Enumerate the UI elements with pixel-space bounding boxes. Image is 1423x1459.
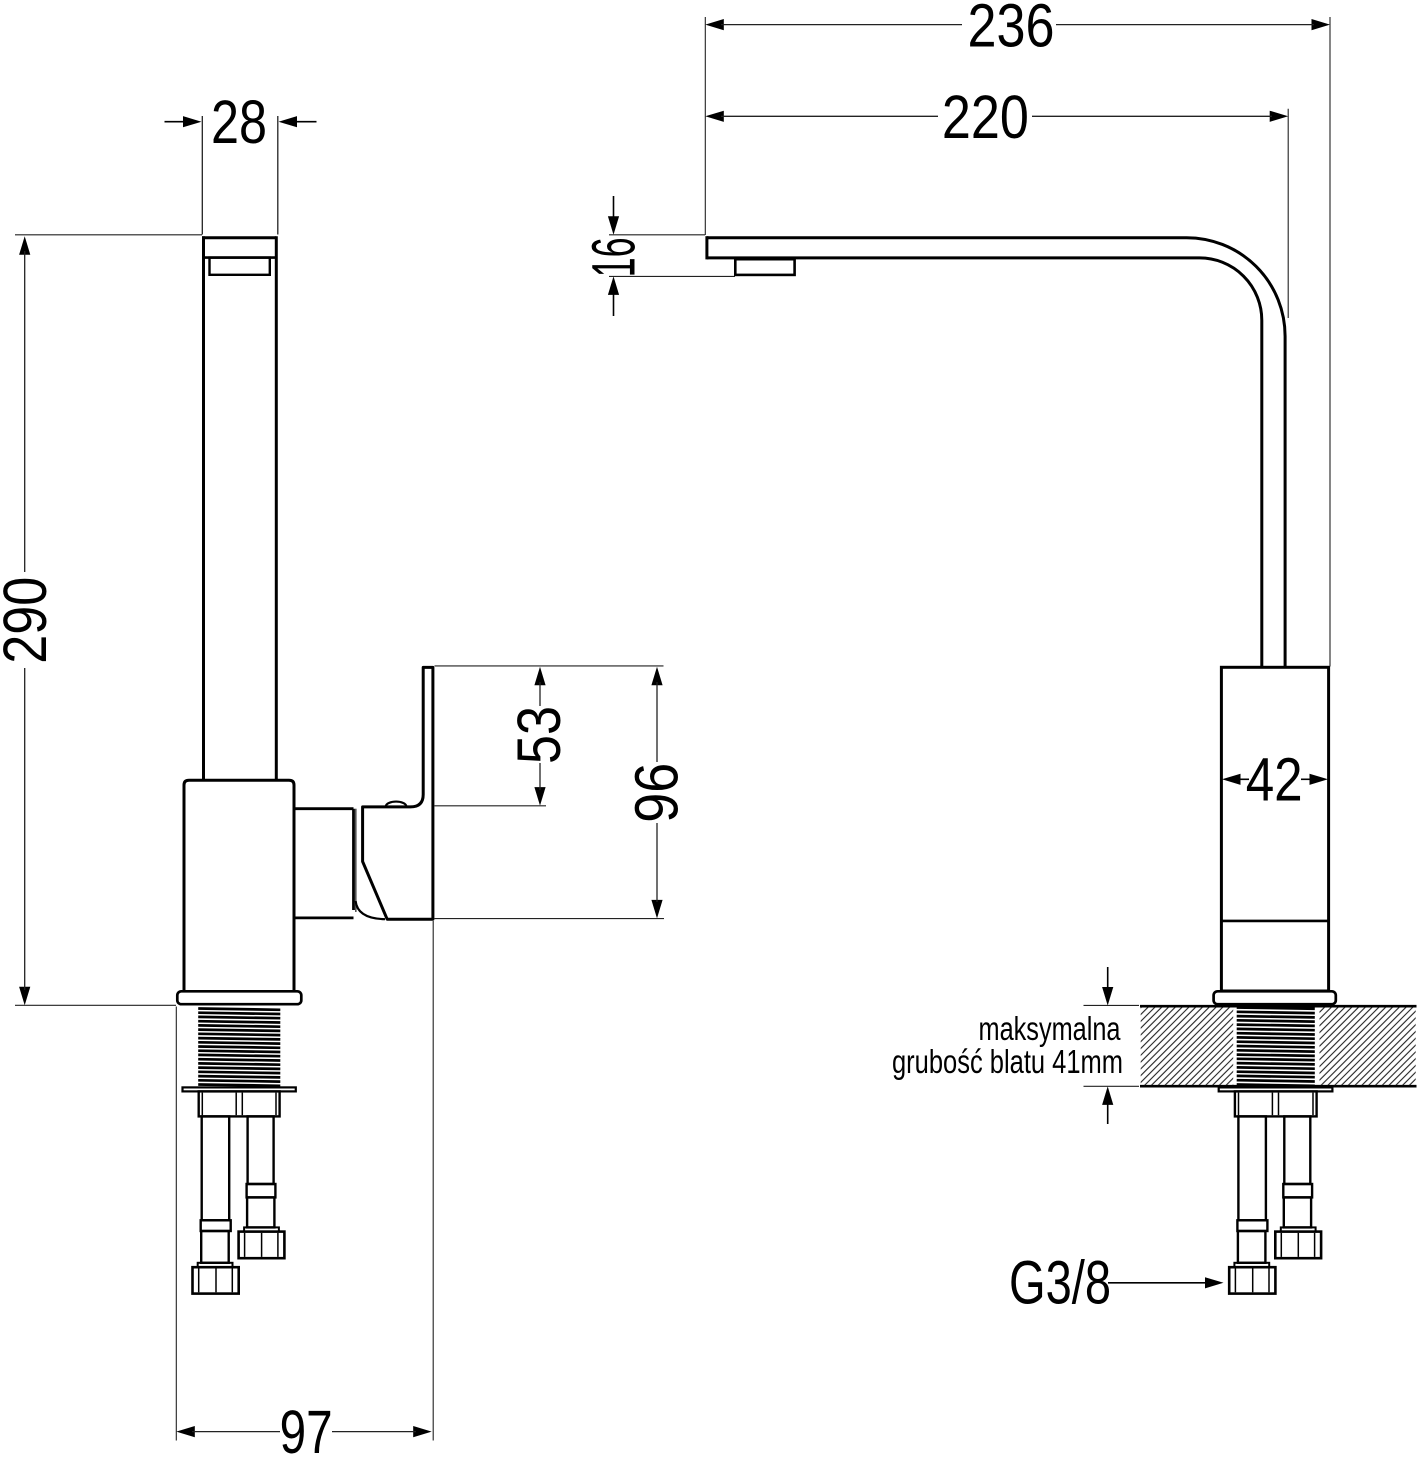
svg-text:16: 16 [580, 237, 649, 277]
svg-text:42: 42 [1246, 746, 1303, 815]
svg-text:maksymalna: maksymalna [979, 1010, 1121, 1047]
svg-text:220: 220 [942, 83, 1029, 152]
svg-text:grubość blatu 41mm: grubość blatu 41mm [892, 1043, 1123, 1080]
svg-text:290: 290 [0, 577, 60, 664]
svg-text:G3/8: G3/8 [1009, 1249, 1111, 1317]
svg-text:236: 236 [968, 0, 1055, 61]
svg-text:96: 96 [623, 763, 692, 823]
svg-text:28: 28 [211, 88, 267, 157]
svg-text:97: 97 [280, 1398, 333, 1459]
svg-text:53: 53 [505, 706, 574, 764]
